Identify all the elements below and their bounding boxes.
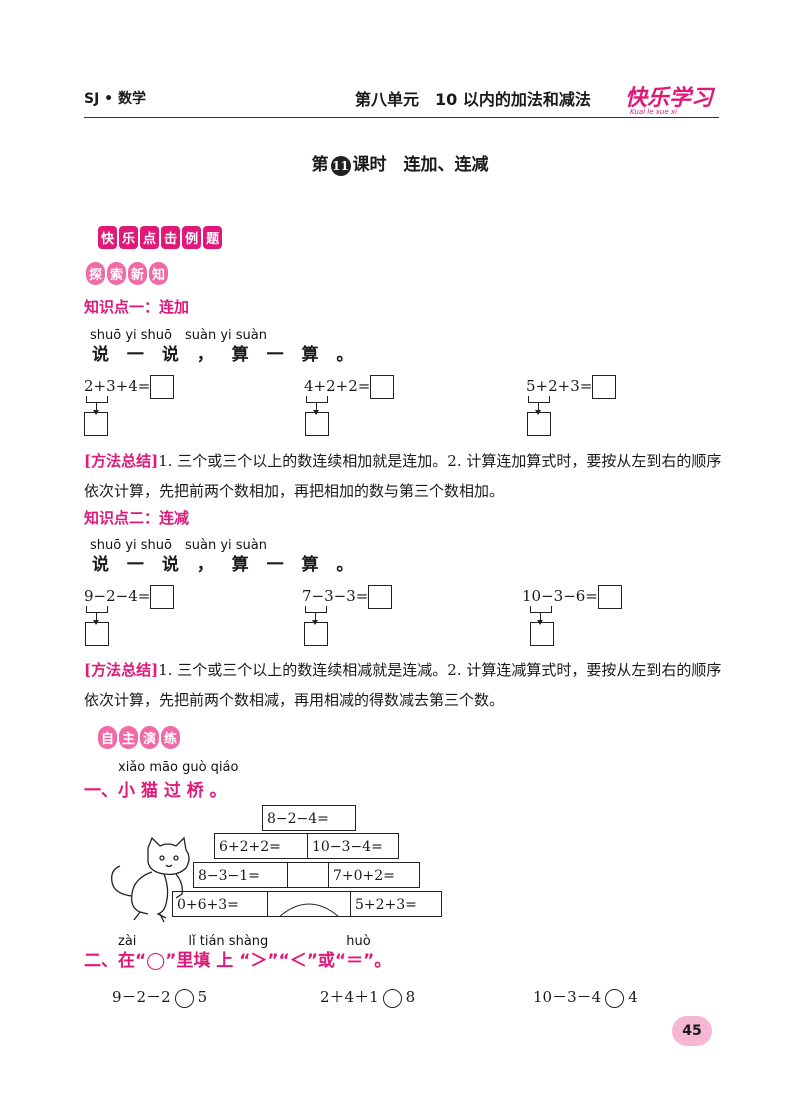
compare-circle[interactable] xyxy=(605,988,625,1008)
tag-example: 快乐点击例题 xyxy=(98,226,224,249)
cat-icon xyxy=(111,836,190,923)
stem xyxy=(96,612,97,624)
q1-title: 一、小 猫 过 桥 。 xyxy=(84,781,227,801)
bridge-cell[interactable]: 8−2−4= xyxy=(262,805,356,831)
bridge-cell[interactable]: 7+0+2= xyxy=(328,862,420,888)
bridge-cell xyxy=(287,862,329,888)
bracket xyxy=(306,396,328,403)
q1-pinyin: xiǎo māo guò qiáo xyxy=(118,760,239,775)
intermediate-box[interactable] xyxy=(84,412,108,436)
stem xyxy=(96,402,97,414)
header-logo: 快乐学习 xyxy=(625,86,714,111)
kp1-pinyin: shuō yi shuō suàn yi suàn xyxy=(90,328,267,343)
answer-box[interactable] xyxy=(368,585,393,609)
q2-pinyin: zài lǐ tián shàng huò xyxy=(118,934,371,949)
bracket xyxy=(86,396,108,403)
answer-box[interactable] xyxy=(370,375,395,399)
intermediate-box[interactable] xyxy=(305,412,329,436)
kp2-expr-3: 10−3−6= xyxy=(522,585,622,609)
tag-explore: 探索新知 xyxy=(86,262,170,285)
kp2-expr-1: 9−2−4= xyxy=(84,585,175,609)
bridge-cell[interactable]: 10−3−4= xyxy=(307,833,399,859)
q2-title: 二、在“◯”里填 上 “＞”“＜”或“＝”。 xyxy=(84,951,392,971)
bridge-arch xyxy=(278,903,340,917)
header-logo-sub: Kuai le xue xi xyxy=(630,108,677,116)
answer-box[interactable] xyxy=(592,375,617,399)
compare-circle[interactable] xyxy=(174,988,194,1008)
answer-box[interactable] xyxy=(597,585,622,609)
kp1-instruction: 说 一 说 ， 算 一 算 。 xyxy=(92,345,360,365)
bracket xyxy=(528,396,550,403)
kp1-method: [方法总结]1. 三个或三个以上的数连续相加就是连加。2. 计算连加算式时，要按… xyxy=(84,452,722,500)
stem xyxy=(538,402,539,414)
kp2-pinyin: shuō yi shuō suàn yi suàn xyxy=(90,538,267,553)
kp2-title: 知识点二：连减 xyxy=(84,509,190,527)
bridge-cell[interactable]: 0+6+3= xyxy=(172,891,268,917)
compare-circle[interactable] xyxy=(382,988,402,1008)
bracket xyxy=(86,606,108,613)
answer-box[interactable] xyxy=(150,375,175,399)
kp2-expr-2: 7−3−3= xyxy=(302,585,393,609)
kp1-expr-2: 4+2+2= xyxy=(304,375,395,399)
header-subject: SJ • 数学 xyxy=(84,91,146,107)
intermediate-box[interactable] xyxy=(527,412,551,436)
stem xyxy=(540,612,541,624)
bridge-cell[interactable]: 5+2+3= xyxy=(350,891,442,917)
bracket xyxy=(305,606,327,613)
kp1-expr-1: 2+3+4= xyxy=(84,375,175,399)
bridge-cell[interactable]: 8−3−1= xyxy=(193,862,288,888)
intermediate-box[interactable] xyxy=(304,622,328,646)
intermediate-box[interactable] xyxy=(85,622,109,646)
tag-practice: 自主演练 xyxy=(98,726,182,749)
header-divider xyxy=(84,117,719,118)
stem xyxy=(315,612,316,624)
bridge-cell[interactable]: 6+2+2= xyxy=(214,833,308,859)
kp1-title: 知识点一：连加 xyxy=(84,298,190,316)
intermediate-box[interactable] xyxy=(530,622,554,646)
bracket xyxy=(530,606,552,613)
page-number: 45 xyxy=(672,1016,712,1046)
header-unit-title: 第八单元 10 以内的加法和减法 xyxy=(355,90,591,109)
stem xyxy=(316,402,317,414)
kp2-instruction: 说 一 说 ， 算 一 算 。 xyxy=(92,555,360,575)
lesson-number: 11 xyxy=(330,155,351,176)
kp1-expr-3: 5+2+3= xyxy=(526,375,617,399)
kp2-method: [方法总结]1. 三个或三个以上的数连续相减就是连减。2. 计算连减算式时，要按… xyxy=(84,661,722,709)
answer-box[interactable] xyxy=(150,585,175,609)
